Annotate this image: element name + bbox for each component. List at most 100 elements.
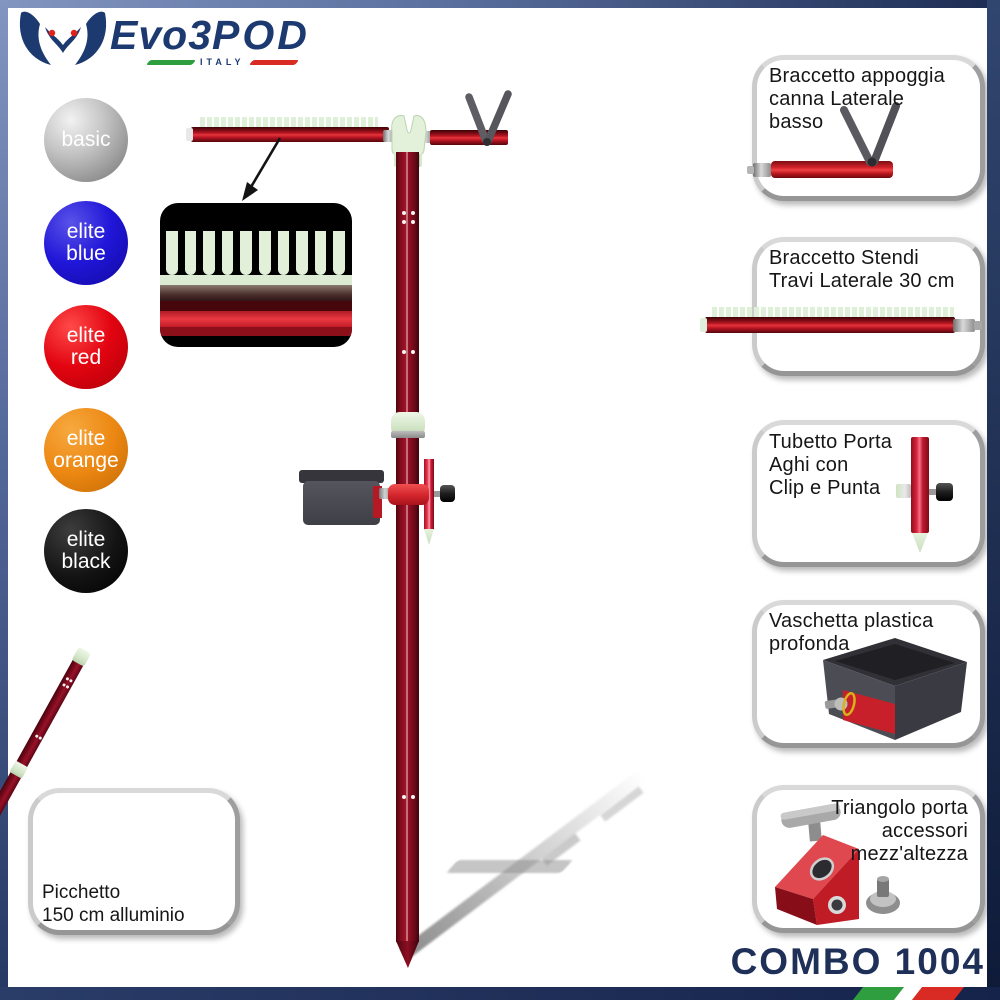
accessory-panel-braccetto-stendi	[752, 237, 985, 376]
pole-highlight	[406, 152, 408, 942]
frame-top-edge	[0, 0, 1000, 8]
title-line: Travi Laterale 30 cm	[769, 270, 955, 292]
title-line: Aghi con	[769, 454, 849, 476]
needle-knob-stem	[434, 491, 441, 497]
title-line: profonda	[769, 633, 850, 655]
brand-pod: POD	[212, 12, 310, 58]
comb-tooth	[166, 231, 178, 275]
picchetto-panel	[28, 788, 240, 935]
badge-label: elite	[66, 220, 106, 243]
tray-shadow	[446, 860, 573, 873]
italy-flag-green-swoosh	[145, 59, 197, 65]
accessory-title-4: Vaschetta plastica profonda	[769, 610, 933, 656]
comb-teeth-left-arm	[200, 117, 378, 127]
comb-tooth	[258, 231, 271, 275]
brand-country-row: ITALY	[145, 57, 299, 67]
v-rod-rest-top	[465, 90, 512, 146]
comb-tooth	[203, 231, 215, 275]
bull-horns-logo-icon	[19, 11, 107, 66]
country-label: ITALY	[200, 57, 245, 67]
comb-tooth	[333, 231, 345, 275]
p3-needle-tube	[911, 437, 929, 533]
variant-badge-basic: basic	[44, 98, 128, 182]
center-tray-screw	[379, 488, 392, 499]
frame-left-edge	[0, 0, 8, 1000]
title-line: accessori	[881, 820, 968, 842]
p2-metal-connector	[953, 319, 975, 332]
brand-wordmark: Evo3POD	[110, 12, 310, 59]
badge-label: elite	[66, 528, 106, 551]
p1-connector-tip	[747, 166, 754, 174]
title-line: Tubetto Porta	[769, 431, 893, 453]
badge-label: elite	[66, 427, 106, 450]
brand-evo: Evo	[110, 12, 189, 58]
comb-tooth	[314, 231, 327, 275]
title-line: Clip e Punta	[769, 477, 881, 499]
variant-badge-elite-orange: elite orange	[44, 408, 128, 492]
pole-hole	[402, 350, 406, 354]
p3-black-knob	[936, 483, 953, 501]
p1-v-rod-rest	[840, 102, 900, 167]
title-line: canna Laterale	[769, 88, 905, 110]
accessory-title-5: Triangolo porta accessori mezz'altezza	[770, 797, 968, 866]
title-line: Triangolo porta	[831, 797, 968, 819]
title-line: Braccetto Stendi	[769, 247, 919, 269]
comb-teeth-detail	[160, 231, 352, 275]
detail-arrow	[242, 137, 282, 201]
accessory-title-2: Braccetto Stendi Travi Laterale 30 cm	[769, 247, 955, 293]
p2-end-cap	[700, 318, 707, 332]
center-tray	[303, 481, 380, 525]
p3-knob-stem	[929, 489, 937, 495]
pole-hole	[402, 795, 406, 799]
inset-mint-base	[160, 275, 352, 285]
picchetto-line1: Picchetto	[42, 882, 121, 903]
center-tray-lid	[299, 470, 384, 483]
pole-collar-band	[391, 431, 425, 438]
badge-label: basic	[61, 128, 111, 151]
left-arm-end-cap	[186, 128, 193, 141]
p2-comb-teeth	[712, 307, 954, 318]
variant-badge-elite-black: elite black	[44, 509, 128, 593]
comb-tooth	[184, 231, 197, 275]
bottom-flag-red-stripe	[911, 987, 965, 1000]
pole-hole	[411, 211, 415, 215]
p2-red-bar	[705, 317, 955, 333]
title-line: mezz'altezza	[850, 843, 968, 865]
variant-badge-elite-red: elite red	[44, 305, 128, 389]
pole-hole	[411, 795, 415, 799]
combo-code: COMBO 1004	[730, 941, 985, 982]
title-line: basso	[769, 111, 824, 133]
inset-mid-red	[160, 327, 352, 336]
p1-red-tube	[771, 161, 893, 178]
main-pole	[396, 152, 419, 942]
accessory-title-1: Braccetto appoggia canna Laterale basso	[769, 65, 945, 134]
pole-red-clamp	[388, 484, 429, 505]
accessory-title-3: Tubetto Porta Aghi con Clip e Punta	[769, 431, 892, 500]
badge-label: red	[70, 346, 102, 369]
pole-hole	[402, 220, 406, 224]
needle-tube-tip	[424, 529, 434, 545]
inset-shading	[160, 285, 352, 301]
p2-connector-tip	[974, 321, 982, 330]
needle-knob	[440, 485, 455, 502]
comb-tooth	[221, 231, 234, 275]
needle-tube	[424, 459, 434, 530]
brand-three: 3	[188, 12, 213, 58]
badge-label: black	[61, 550, 111, 573]
picchetto-label: Picchetto 150 cm alluminio	[42, 881, 185, 927]
variant-badge-elite-blue: elite blue	[44, 201, 128, 285]
picchetto-line2: 150 cm alluminio	[42, 905, 185, 926]
frame-right-edge	[987, 0, 1000, 1000]
comb-tooth	[277, 231, 290, 275]
title-line: Braccetto appoggia	[769, 65, 945, 87]
title-line: Vaschetta plastica	[769, 610, 934, 632]
p4-tray-illustration	[823, 638, 967, 740]
p3-clip-nub	[896, 484, 911, 498]
pole-hole	[402, 211, 406, 215]
left-horizontal-arm	[191, 127, 389, 142]
p5-triangle-illustration	[775, 803, 900, 925]
comb-tooth	[240, 231, 252, 275]
pole-hole	[411, 350, 415, 354]
main-pole-spike-tip	[396, 941, 419, 968]
